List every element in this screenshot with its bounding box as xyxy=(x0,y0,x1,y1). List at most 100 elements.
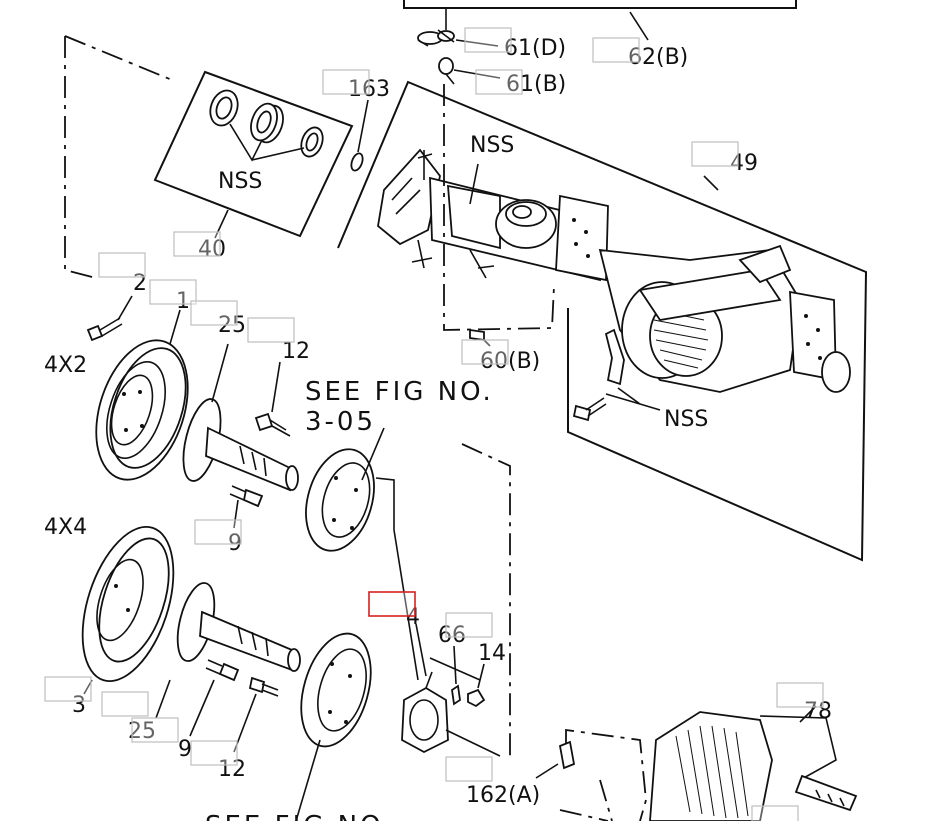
hotspot-25-top[interactable] xyxy=(190,300,238,326)
leader-gasket xyxy=(445,729,501,757)
hotspot-61d[interactable] xyxy=(464,27,512,53)
hotspot-12-bottom[interactable] xyxy=(190,740,238,766)
label-4x2: 4X2 xyxy=(44,353,87,378)
leader-1 xyxy=(169,309,181,345)
bracket-line-lower xyxy=(461,443,511,760)
bolt-12-bottom xyxy=(248,676,279,697)
hotspot-12-top[interactable] xyxy=(247,317,295,343)
upper-assembly-frame xyxy=(403,0,797,9)
leader-9-bottom xyxy=(189,679,215,737)
hotspot-163[interactable] xyxy=(322,69,370,95)
hotspot-9-bottom[interactable] xyxy=(131,717,179,743)
leader-14 xyxy=(477,663,485,689)
brake-drum-4x2 xyxy=(95,339,189,481)
bracket-line xyxy=(64,36,97,279)
hotspot-40[interactable] xyxy=(173,231,221,257)
label-nss-bolt: NSS xyxy=(664,407,708,432)
label-61d: 61(D) xyxy=(504,36,566,61)
clip-162a xyxy=(558,740,576,770)
bolt-9-bottom xyxy=(205,659,240,682)
vent-hose-lower xyxy=(565,728,647,822)
hotspot-2[interactable] xyxy=(98,252,146,278)
label-see-fig-top-1: SEE FIG NO. xyxy=(305,377,494,407)
leader-12-bottom xyxy=(233,693,257,753)
hanger-bracket xyxy=(604,328,625,386)
nut-14 xyxy=(467,688,486,708)
label-nss-seals: NSS xyxy=(218,169,262,194)
leader-12-top xyxy=(271,361,281,413)
bolt-9-top xyxy=(229,485,264,508)
leader-61d xyxy=(455,39,499,47)
hotspot-60b[interactable] xyxy=(461,339,509,365)
leader-163 xyxy=(357,99,369,153)
leader-61b xyxy=(453,69,501,79)
bracket-line-bottom xyxy=(559,779,613,822)
axle-housing-frame xyxy=(337,80,868,562)
hotspot-9-top[interactable] xyxy=(194,519,242,545)
label-60b: 60(B) xyxy=(480,349,540,374)
hotspot-78[interactable] xyxy=(776,682,824,708)
vent-hose xyxy=(443,84,555,331)
axle-shaft-4x4 xyxy=(176,582,301,672)
label-49: 49 xyxy=(730,151,758,176)
retainer-plate-4 xyxy=(401,671,449,754)
hotspot-62b[interactable] xyxy=(592,37,640,63)
hotspot-49[interactable] xyxy=(691,141,739,167)
o-ring-163 xyxy=(350,152,364,172)
seal-ring-3 xyxy=(300,126,324,158)
label-9-bottom: 9 xyxy=(178,737,192,762)
leader-49 xyxy=(703,175,719,191)
hotspot-66[interactable] xyxy=(445,612,493,638)
hanger-bolt xyxy=(572,397,607,422)
label-25-bottom: 25 xyxy=(128,719,156,744)
label-4x4: 4X4 xyxy=(44,515,87,540)
bolt-12-top xyxy=(254,412,291,437)
hotspot-bottom-right[interactable] xyxy=(751,805,799,826)
label-1: 1 xyxy=(176,289,190,314)
brake-drum-4x4 xyxy=(81,526,175,682)
label-40: 40 xyxy=(198,237,226,262)
seal-ring-2 xyxy=(250,102,284,144)
leader-40 xyxy=(214,209,229,239)
leader-nss-seals xyxy=(229,123,305,162)
label-66: 66 xyxy=(438,623,466,648)
leader-25-bottom xyxy=(155,679,171,719)
hotspot-162a[interactable] xyxy=(445,756,493,782)
leader-see-fig-bottom xyxy=(295,739,321,822)
leader-nss-housing xyxy=(469,163,479,205)
label-61b: 61(B) xyxy=(506,72,566,97)
hotspot-1[interactable] xyxy=(149,279,197,305)
axle-housing xyxy=(377,148,851,393)
leader-nss-bolt xyxy=(605,387,661,411)
seal-ring-1 xyxy=(209,89,239,127)
hotspot-3[interactable] xyxy=(44,676,92,702)
seal-kit-box xyxy=(153,70,354,238)
vent-fitting-61d xyxy=(417,29,455,47)
leader-9-top xyxy=(233,499,239,529)
label-4: 4 xyxy=(406,605,420,630)
label-62b: 62(B) xyxy=(628,45,688,70)
leader-62b xyxy=(629,11,649,41)
clip-60b xyxy=(469,328,485,342)
hotspot-61b[interactable] xyxy=(475,69,523,95)
label-3: 3 xyxy=(72,693,86,718)
label-nss-housing: NSS xyxy=(470,133,514,158)
leader-4 xyxy=(415,623,427,677)
leader-2 xyxy=(117,295,133,321)
axle-shaft-4x2 xyxy=(182,398,299,492)
leader-66 xyxy=(453,645,457,685)
backing-plate-4x4 xyxy=(300,632,372,748)
leader-162a xyxy=(535,763,559,779)
bolt-2 xyxy=(86,317,123,342)
hotspot-4-selected[interactable] xyxy=(368,591,416,617)
label-78: 78 xyxy=(804,699,832,724)
label-see-fig-bottom: SEE FIG NO. xyxy=(205,811,394,821)
leader-see-fig-top xyxy=(361,427,385,481)
hotspot-25-bottom[interactable] xyxy=(101,691,149,717)
label-12-bottom: 12 xyxy=(218,757,246,782)
differential-carrier xyxy=(649,711,858,822)
vent-fitting-61b xyxy=(438,57,455,85)
bracket-line xyxy=(64,35,173,81)
